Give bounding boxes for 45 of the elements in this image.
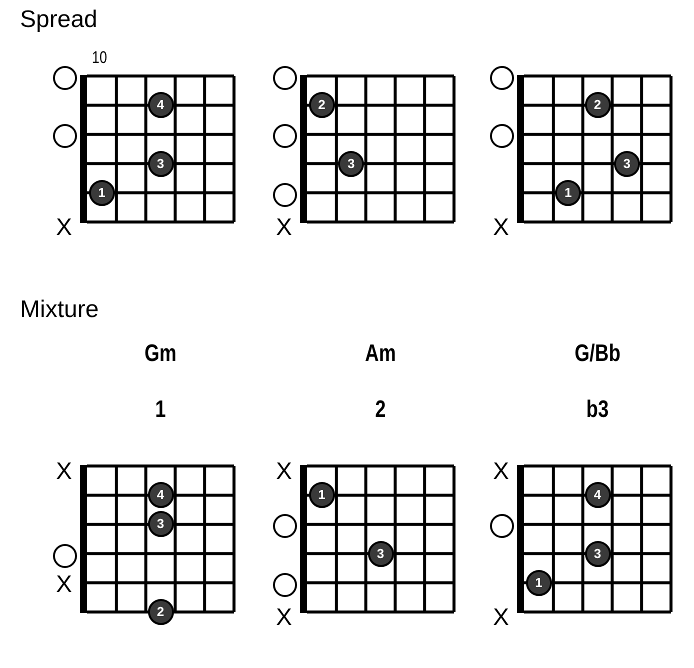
muted-string-marker: X	[56, 572, 72, 597]
muted-string-marker: X	[276, 460, 292, 484]
open-string-marker	[273, 514, 297, 538]
section-heading: Spread	[20, 6, 98, 34]
finger-dot: 2	[148, 599, 174, 625]
finger-dot: 1	[526, 570, 552, 596]
open-string-marker	[53, 66, 77, 90]
muted-string-marker: X	[56, 216, 72, 240]
chord-name: Gm	[144, 340, 178, 368]
open-string-marker	[53, 544, 77, 568]
open-string-marker	[273, 66, 297, 90]
muted-string-marker: X	[276, 606, 292, 630]
fret-number: 10	[92, 48, 108, 68]
open-string-marker	[490, 124, 514, 148]
finger-dot: 3	[148, 150, 174, 177]
chord-name: G/Bb	[574, 340, 622, 368]
muted-string-marker: X	[493, 606, 510, 630]
muted-string-marker: X	[493, 216, 510, 240]
finger-dot: 1	[88, 180, 115, 206]
muted-string-marker: X	[276, 216, 292, 240]
finger-dot: 1	[308, 482, 335, 508]
finger-dot: 4	[148, 482, 174, 508]
finger-dot: 3	[148, 511, 174, 538]
finger-dot: 1	[555, 180, 582, 206]
interval-label: b3	[585, 396, 610, 424]
open-string-marker	[490, 514, 514, 538]
finger-dot: 3	[368, 540, 394, 567]
finger-dot: 3	[614, 150, 640, 177]
interval-label: 2	[374, 396, 387, 424]
open-string-marker	[490, 66, 514, 90]
finger-dot: 2	[308, 92, 335, 118]
open-string-marker	[273, 182, 297, 207]
open-string-marker	[273, 124, 297, 148]
muted-string-marker: X	[493, 460, 510, 484]
open-string-marker	[53, 124, 77, 148]
chord-name: Am	[364, 340, 397, 368]
finger-dot: 3	[584, 540, 610, 567]
finger-dot: 4	[148, 92, 174, 118]
finger-dot: 2	[584, 92, 610, 118]
open-string-marker	[273, 572, 297, 597]
finger-dot: 4	[584, 482, 610, 508]
interval-label: 1	[154, 396, 167, 424]
finger-dot: 3	[338, 150, 364, 177]
muted-string-marker: X	[56, 460, 72, 484]
section-heading: Mixture	[20, 296, 99, 324]
